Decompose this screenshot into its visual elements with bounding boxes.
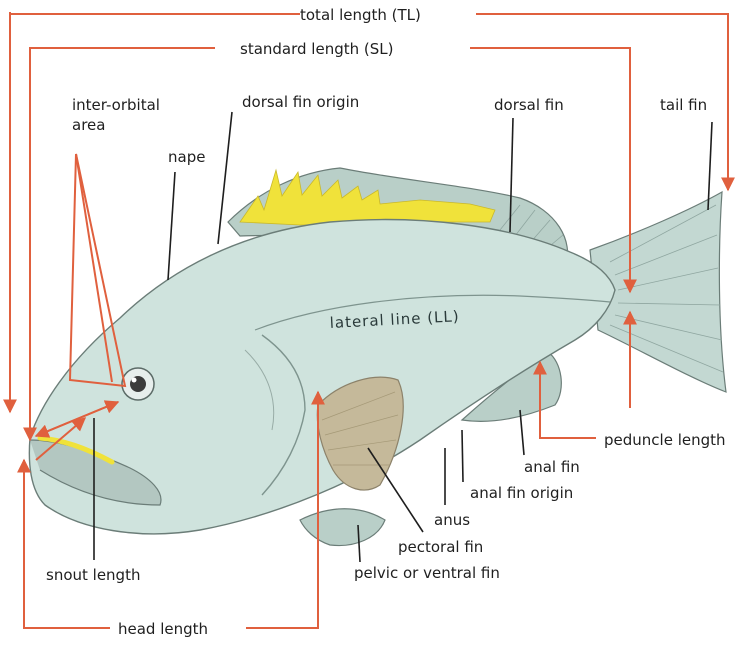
label-inter-orbital-1: inter-orbital: [72, 96, 160, 114]
label-pectoral-fin: pectoral fin: [398, 538, 483, 556]
fish-illustration: [29, 168, 726, 546]
label-anal-fin: anal fin: [524, 458, 580, 476]
leader-anal-fin-origin: [462, 430, 463, 482]
label-snout-length: snout length: [46, 566, 140, 584]
label-dorsal-fin: dorsal fin: [494, 96, 564, 114]
leader-tail-fin: [708, 122, 712, 210]
label-pelvic-fin: pelvic or ventral fin: [354, 564, 500, 582]
label-anal-fin-origin: anal fin origin: [470, 484, 573, 502]
label-anus: anus: [434, 511, 470, 529]
label-dorsal-fin-origin: dorsal fin origin: [242, 93, 359, 111]
label-total-length: total length (TL): [300, 6, 421, 24]
leader-anal-fin: [520, 410, 524, 455]
total-length-line: [10, 12, 300, 14]
eye-highlight: [132, 378, 137, 383]
label-peduncle-length: peduncle length: [604, 431, 726, 449]
label-standard-length: standard length (SL): [240, 40, 393, 58]
leader-nape: [168, 172, 175, 280]
label-head-length: head length: [118, 620, 208, 638]
label-inter-orbital-2: area: [72, 116, 105, 134]
label-tail-fin: tail fin: [660, 96, 707, 114]
pelvic-fin-shape: [300, 509, 385, 546]
label-nape: nape: [168, 148, 205, 166]
